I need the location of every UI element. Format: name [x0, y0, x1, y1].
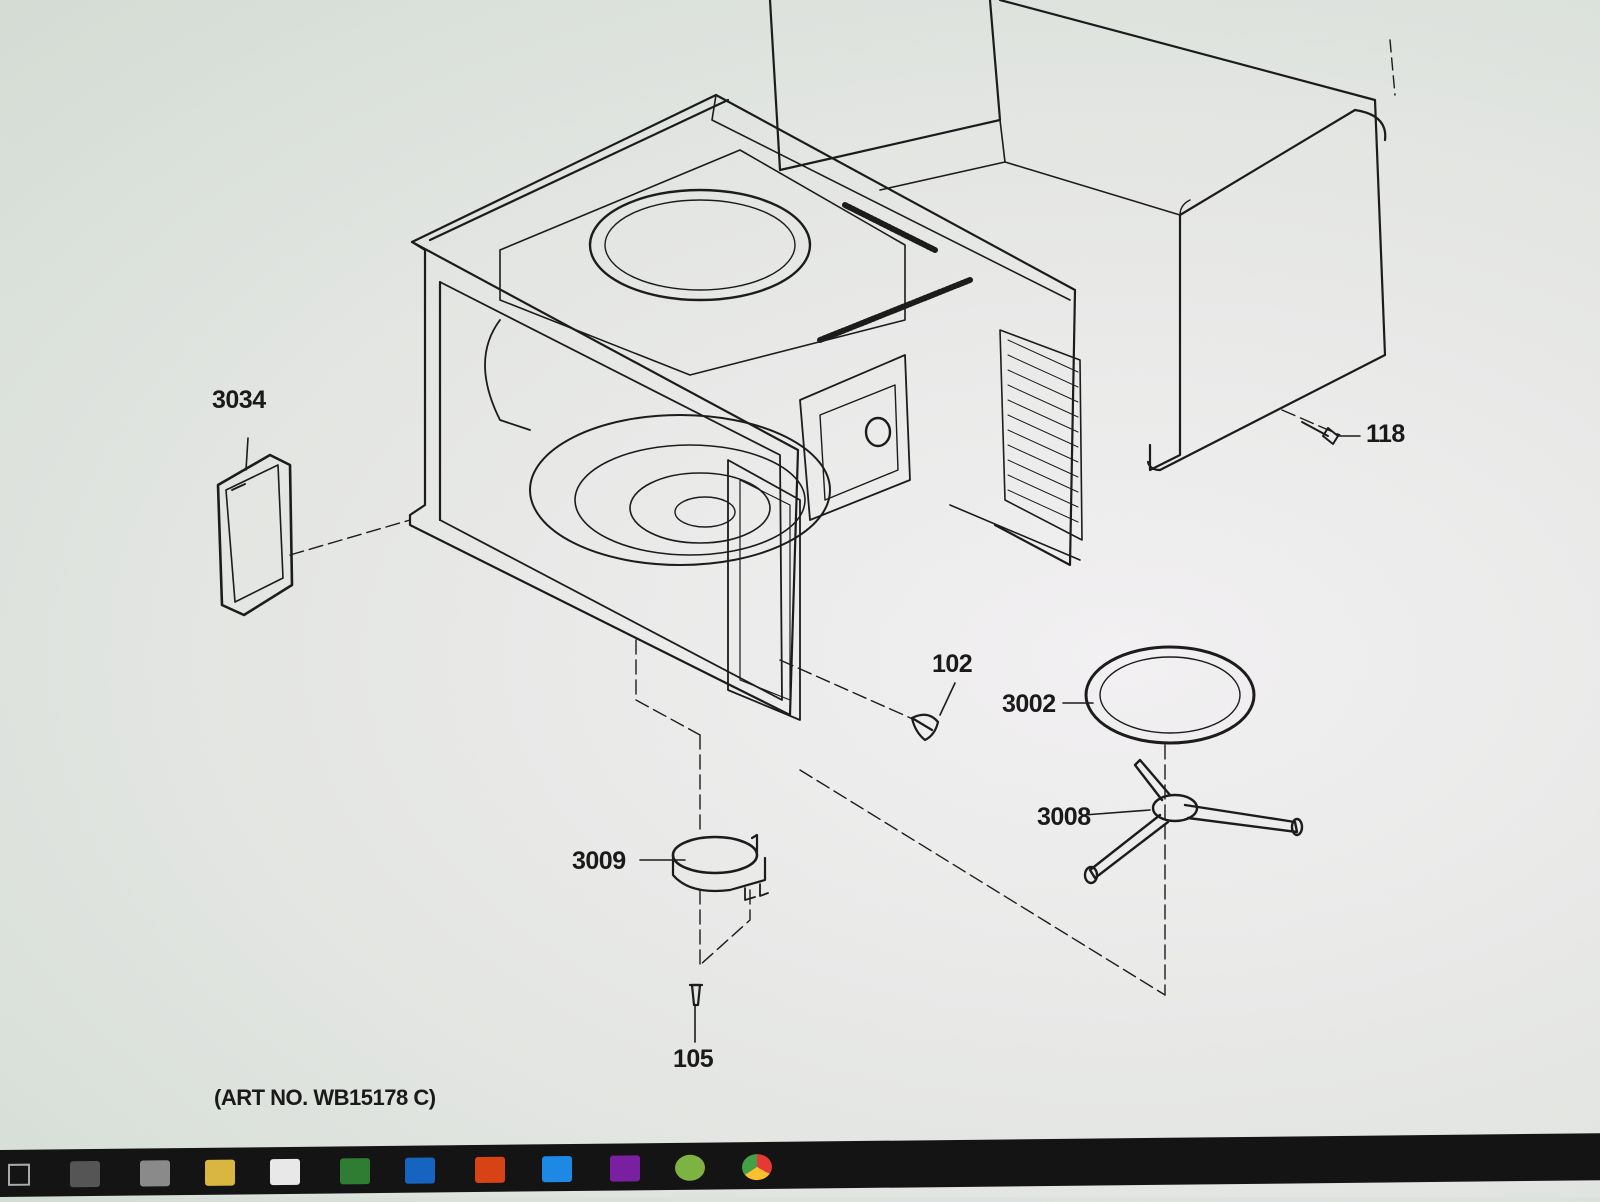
- part-label-3009: 3009: [572, 847, 626, 875]
- outer-cabinet: [768, 0, 1396, 472]
- paint-icon[interactable]: [675, 1154, 705, 1181]
- screw-118: [1301, 421, 1339, 445]
- part-label-105: 105: [673, 1045, 714, 1073]
- waveguide-cover: [216, 453, 294, 617]
- store-icon[interactable]: [140, 1160, 170, 1187]
- powerpoint-icon[interactable]: [475, 1156, 505, 1184]
- assembly-lines: [289, 409, 1341, 996]
- screw-105: [688, 983, 704, 1007]
- file-explorer-icon[interactable]: [205, 1159, 235, 1186]
- rivet-102: [910, 713, 940, 742]
- part-label-102: 102: [932, 650, 973, 678]
- roller-support: [1083, 758, 1304, 885]
- outlook-icon[interactable]: [405, 1157, 435, 1184]
- part-label-118: 118: [1366, 420, 1405, 448]
- chrome-icon[interactable]: [742, 1153, 772, 1181]
- turntable-glass: [1084, 645, 1256, 745]
- onenote-icon[interactable]: [610, 1155, 640, 1182]
- excel-icon[interactable]: [340, 1158, 370, 1185]
- part-label-3034: 3034: [212, 386, 266, 414]
- start-icon[interactable]: [8, 1163, 30, 1186]
- leader-lines: [245, 435, 1361, 1043]
- art-number-caption: (ART NO. WB15178 C): [214, 1085, 436, 1110]
- mail-icon[interactable]: [270, 1158, 300, 1186]
- word-icon[interactable]: [542, 1156, 572, 1183]
- task-view-icon[interactable]: [70, 1160, 100, 1188]
- oven-cavity: [408, 93, 1083, 721]
- vent-grid: [1007, 339, 1079, 523]
- turntable-motor: [671, 833, 769, 901]
- part-label-3002: 3002: [1002, 690, 1056, 718]
- part-label-3008: 3008: [1037, 803, 1091, 831]
